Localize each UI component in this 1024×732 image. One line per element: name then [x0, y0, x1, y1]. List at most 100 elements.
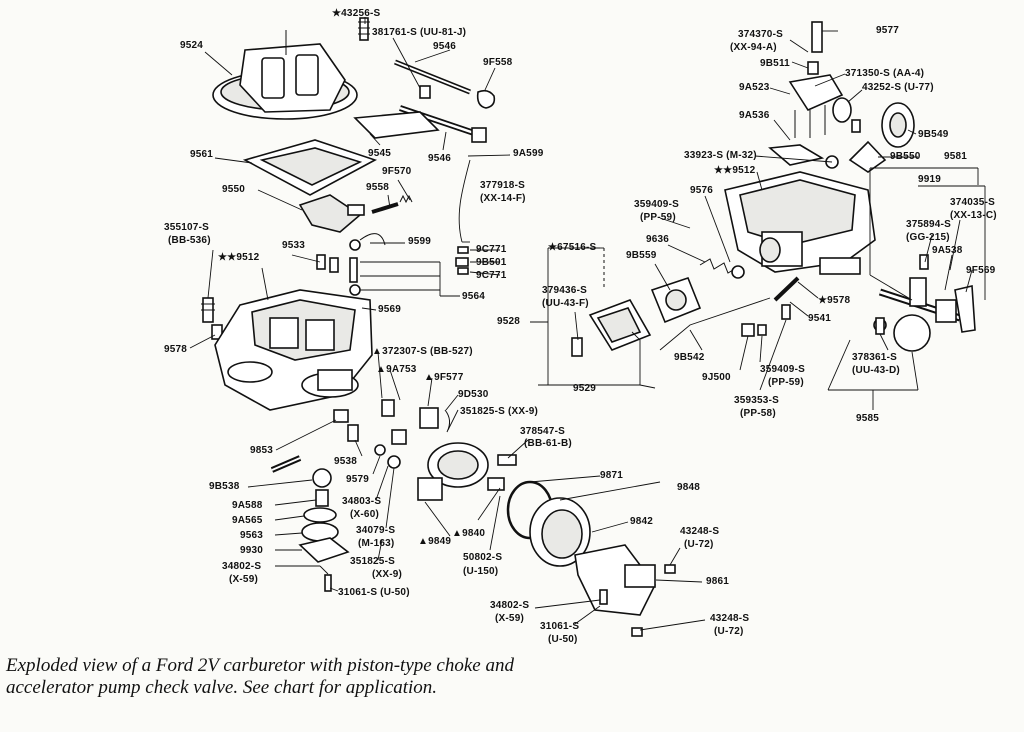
part-label: 33923-S (M-32) [684, 150, 757, 161]
part-label: 9F558 [483, 57, 513, 68]
part-label: 9B559 [626, 250, 657, 261]
diaphragm-part [650, 277, 702, 324]
part-label: 9A536 [739, 110, 770, 121]
part-label: 9528 [497, 316, 521, 327]
part-label: 9563 [240, 530, 264, 541]
part-label: 9561 [190, 149, 214, 160]
part-label: 9533 [282, 240, 306, 251]
part-label: 9B542 [674, 352, 705, 363]
part-label: 9599 [408, 236, 432, 247]
part-label: 9A565 [232, 515, 263, 526]
part-label: 9B538 [209, 481, 240, 492]
part-label: 34079-S [356, 525, 396, 536]
part-label: 9529 [573, 383, 597, 394]
part-label: 50802-S [463, 552, 503, 563]
part-label: 34802-S [222, 561, 262, 572]
part-label: 9546 [433, 41, 457, 52]
part-label: (BB-61-B) [524, 438, 572, 449]
part-label: ▲9A753 [376, 364, 417, 375]
valve-stack-part [270, 455, 350, 592]
float-part [298, 194, 365, 233]
part-label: (UU-43-F) [542, 298, 589, 309]
part-label: 9550 [222, 184, 246, 195]
pump-link-part [659, 297, 771, 351]
needle-part [371, 194, 413, 214]
part-label: 351825-S (XX-9) [460, 406, 539, 417]
screw-part [201, 297, 223, 340]
part-label: 9C771 [476, 244, 507, 255]
part-label: 31061-S (U-50) [338, 587, 410, 598]
part-label: 9861 [706, 576, 730, 587]
part-label: 9919 [918, 174, 942, 185]
part-label: 9546 [428, 153, 452, 164]
part-label: (UU-43-D) [852, 365, 900, 376]
part-label: 9F570 [382, 166, 412, 177]
part-label: 359353-S [734, 395, 779, 406]
part-label: (XX-9) [372, 569, 403, 580]
part-label: 378361-S [852, 352, 897, 363]
part-label: ▲9849 [418, 536, 452, 547]
part-label: (PP-59) [640, 212, 676, 223]
part-label: 9A538 [932, 245, 963, 256]
part-label: (U-72) [714, 626, 744, 637]
part-label: 31061-S [540, 621, 580, 632]
part-label: ★43256-S [332, 8, 381, 19]
part-label: ▲372307-S (BB-527) [372, 346, 473, 357]
part-label: 381761-S (UU-81-J) [372, 27, 467, 38]
part-label: 378547-S [520, 426, 565, 437]
leader-lines [189, 17, 986, 631]
part-label: 9C771 [476, 270, 507, 281]
part-label: 9569 [378, 304, 402, 315]
part-label: (PP-59) [768, 377, 804, 388]
part-label: 377918-S [480, 180, 525, 191]
choke-shaft-assembly-part [873, 254, 976, 352]
part-label: ▲9840 [452, 528, 486, 539]
main-body-part [724, 171, 876, 275]
part-label: ★★9512 [714, 165, 756, 176]
part-label: 9848 [677, 482, 701, 493]
part-label: 9579 [346, 474, 370, 485]
part-label: 375894-S [906, 219, 951, 230]
part-label: 351825-S [350, 556, 395, 567]
pump-rod-part [458, 159, 471, 243]
choke-plate-part [353, 111, 440, 139]
part-label: 43248-S [680, 526, 720, 537]
air-horn-part [212, 30, 358, 120]
part-label: 9636 [646, 234, 670, 245]
part-label: 9524 [180, 40, 204, 51]
part-label: 371350-S (AA-4) [845, 68, 925, 79]
part-label: (XX-94-A) [730, 42, 777, 53]
choke-cover-part [506, 480, 656, 616]
part-label: 374035-S [950, 197, 995, 208]
part-label: 9A599 [513, 148, 544, 159]
part-label: ★★9512 [218, 252, 260, 263]
part-label: 9J500 [702, 372, 731, 383]
part-label: 9871 [600, 470, 624, 481]
part-label: 9930 [240, 545, 264, 556]
part-label: 9538 [334, 456, 358, 467]
pump-parts [333, 399, 451, 469]
part-label: 9A523 [739, 82, 770, 93]
part-label: 379436-S [542, 285, 587, 296]
part-label: 359409-S [634, 199, 679, 210]
main-body-part [214, 289, 373, 411]
part-label: 9558 [366, 182, 390, 193]
part-label: 9B550 [890, 151, 921, 162]
part-label: 9F569 [966, 265, 996, 276]
part-label: ★67516-S [548, 242, 597, 253]
part-label: (XX-13-C) [950, 210, 997, 221]
part-label: 355107-S [164, 222, 209, 233]
ring-part [731, 265, 745, 279]
choke-housing-part [417, 442, 517, 501]
part-label: 9842 [630, 516, 654, 527]
part-label: 9853 [250, 445, 274, 456]
part-label: 43252-S (U-77) [862, 82, 934, 93]
part-label: 43248-S [710, 613, 750, 624]
part-label: 34803-S [342, 496, 382, 507]
part-label: 374370-S [738, 29, 783, 40]
part-label: (GG-215) [906, 232, 950, 243]
small-parts [741, 276, 800, 337]
part-label: (PP-58) [740, 408, 776, 419]
part-label: 9B501 [476, 257, 507, 268]
